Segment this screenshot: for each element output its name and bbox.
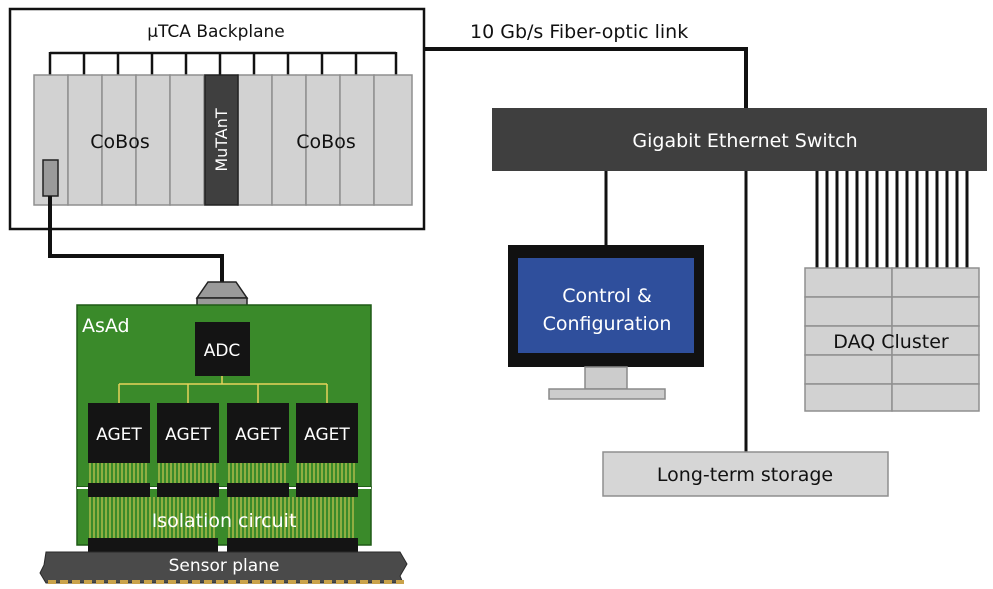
sensor-pad (156, 580, 164, 584)
sensor-pad (84, 580, 92, 584)
sensor-pad (144, 580, 152, 584)
backplane-bus (48, 51, 398, 75)
isolation-circuit-label: Isolation circuit (152, 510, 297, 532)
monitor-neck (584, 366, 628, 390)
aget-chip (157, 403, 219, 463)
fiber-optic-cable (424, 47, 748, 108)
sensor-pad (252, 580, 260, 584)
adc-label: ADC (204, 341, 241, 361)
slot (305, 74, 341, 206)
isolation-pins (89, 497, 354, 538)
crate-slots (33, 74, 413, 206)
asad-label: AsAd (82, 315, 130, 337)
sensor-pad (48, 580, 56, 584)
sensor-pad (288, 580, 296, 584)
sensor-pad (192, 580, 200, 584)
sensor-pad (228, 580, 236, 584)
sensor-pad (120, 580, 128, 584)
sensor-pad (180, 580, 188, 584)
sensor-pad (60, 580, 68, 584)
slot (237, 74, 273, 206)
sensor-pad (372, 580, 380, 584)
sensor-pad (360, 580, 368, 584)
sensor-pad (324, 580, 332, 584)
mutant-module (204, 74, 239, 206)
aget-pins (89, 463, 355, 483)
sensor-pads (48, 580, 404, 584)
sensor-pad (336, 580, 344, 584)
monitor-label-line2: Configuration (543, 313, 672, 335)
daq-cluster (804, 267, 980, 412)
mutant-label: MuTAnT (212, 108, 231, 172)
sensor-pad (204, 580, 212, 584)
cobos-left-label: CoBos (90, 131, 149, 153)
switch-label: Gigabit Ethernet Switch (632, 130, 857, 152)
cables (48, 47, 748, 282)
aget-label: AGET (235, 425, 281, 445)
slot (67, 74, 103, 206)
aget-chip (296, 403, 358, 463)
sensor-pad (72, 580, 80, 584)
ethernet-switch (492, 108, 987, 171)
monitor-base (548, 388, 666, 400)
adc-chip (195, 322, 250, 376)
sensor-pad (348, 580, 356, 584)
sensor-pad (384, 580, 392, 584)
backplane-title: μTCA Backplane (147, 22, 285, 42)
switch-drops (604, 171, 969, 452)
sensor-pad (216, 580, 224, 584)
slot (373, 74, 413, 206)
slot (101, 74, 137, 206)
slot (339, 74, 375, 206)
sensor-pad (168, 580, 176, 584)
asad-connector (195, 281, 249, 299)
aget-label: AGET (165, 425, 211, 445)
cobos-right-label: CoBos (296, 131, 355, 153)
sensor-plane-label: Sensor plane (169, 556, 280, 576)
monitor-label-line1: Control & (562, 285, 652, 307)
control-monitor (508, 245, 704, 400)
slot (135, 74, 171, 206)
sensor-pad (396, 580, 404, 584)
aget-chip (88, 403, 150, 463)
sensor-pad (108, 580, 116, 584)
fiber-link-label: 10 Gb/s Fiber-optic link (470, 21, 688, 43)
storage-label: Long-term storage (657, 464, 833, 486)
connector-bars (88, 483, 358, 552)
aget-label: AGET (304, 425, 350, 445)
slot (169, 74, 205, 206)
sensor-pad (132, 580, 140, 584)
sensor-pad (300, 580, 308, 584)
aget-chip (227, 403, 289, 463)
sensor-pad (312, 580, 320, 584)
board-traces (118, 376, 328, 403)
sensor-pad (276, 580, 284, 584)
cobo-connector-port (42, 159, 59, 197)
daq-cluster-label: DAQ Cluster (833, 331, 949, 353)
aget-label: AGET (96, 425, 142, 445)
storage-box (602, 451, 889, 497)
monitor-screen (518, 258, 694, 353)
sensor-pad (96, 580, 104, 584)
sensor-pad (240, 580, 248, 584)
cobo-asad-cable (48, 196, 224, 282)
sensor-pad (264, 580, 272, 584)
